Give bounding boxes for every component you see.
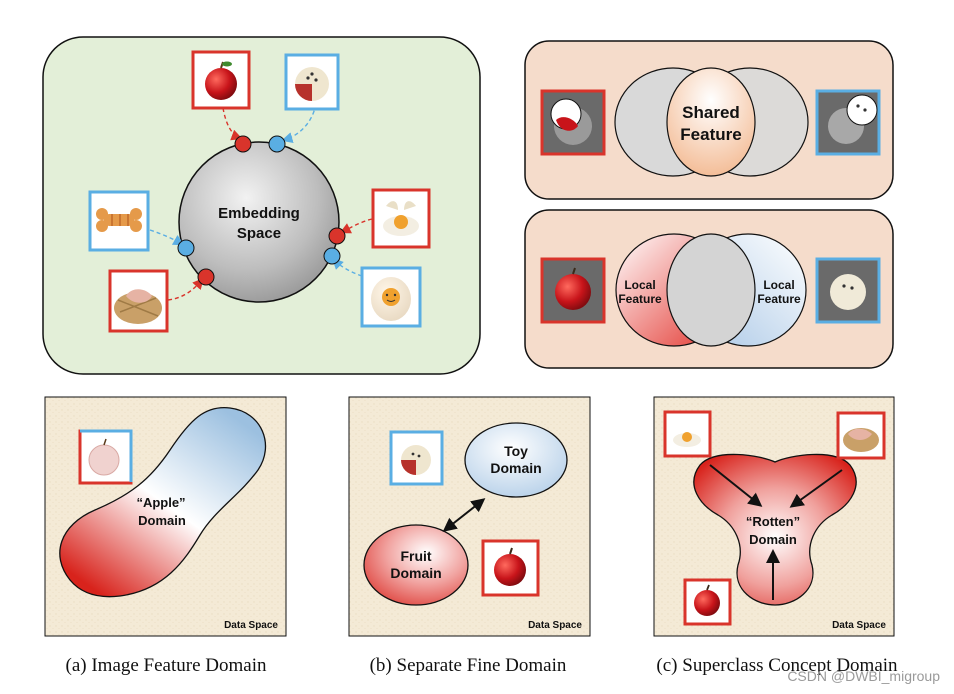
apple-domain-line2: Domain [138,513,186,528]
arrow-apple-to-point [222,107,243,141]
point-blue-1 [268,135,286,153]
rotten-domain-line1: “Rotten” [746,514,800,529]
thumb-rotten-apple-gray [815,89,881,156]
point-red-3 [328,227,346,245]
shared-feature-label-line2: Feature [680,125,741,144]
toy-domain-line2: Domain [490,460,541,476]
thumb-apple-on-gray [540,257,606,324]
toy-domain-line1: Toy [504,443,528,459]
local-feature-right-line2: Feature [757,292,801,306]
thumb-chicken-feet-c [836,411,886,460]
thumb-egg-plush-toy [360,266,422,328]
toy-fruit-separation-arrow [442,498,486,532]
thumb-chicken-feet-basket [108,269,169,333]
embedding-label-line2: Space [237,225,281,242]
rotten-domain-shape [693,453,857,606]
panel-a-image-feature-domain: “Apple” Domain Data Space (a) Image Feat… [44,396,287,676]
rotten-domain-line2: Domain [749,532,797,547]
panel-b-separate-fine-domain: Toy Domain Fruit Domain Data Space (b) S… [348,396,591,676]
arrow-toy-to-point [149,229,185,246]
thumb-egg-halves-c [663,410,712,458]
fruit-domain-ellipse [363,524,469,606]
thumb-rotten-apple [284,53,340,111]
data-space-label-a: Data Space [224,620,278,631]
shared-feature-panel: Shared Feature [524,40,894,200]
caption-a: (a) Image Feature Domain [66,655,267,676]
apple-domain-shape [59,406,267,598]
shared-feature-label-line1: Shared [682,103,740,122]
point-blue-3 [323,247,341,265]
embedding-sphere [178,141,340,303]
embedding-space-panel: Embedding Space [42,36,481,375]
thumb-rotten-apple-b [389,430,444,486]
thumb-rotten-apple-on-gray [815,257,881,324]
data-space-label-b: Data Space [528,620,582,631]
arrow-c-top-left [709,464,763,507]
local-feature-left-line2: Feature [618,292,662,306]
caption-b: (b) Separate Fine Domain [370,655,567,676]
thumb-dog-toy-bone [88,190,150,252]
fruit-domain-line1: Fruit [400,548,431,564]
apple-domain-line1: “Apple” [136,495,185,510]
thumb-red-apple-b [481,539,540,597]
arrow-egg-to-point [339,218,373,234]
thumb-red-apple-c [683,578,732,626]
point-red-1 [234,135,252,153]
thumb-pale-apple [78,429,133,485]
point-red-2 [197,268,215,286]
panel-c-superclass-concept-domain: “Rotten” Domain Data Space (c) Superclas… [653,396,898,676]
thumb-red-apple [191,50,251,110]
point-blue-2 [177,239,195,257]
local-feature-panel: Local Feature Local Feature [524,209,894,369]
data-space-label-c: Data Space [832,620,886,631]
caption-c: (c) Superclass Concept Domain [656,655,898,676]
local-feature-right-line1: Local [763,278,794,292]
toy-domain-ellipse [464,422,568,498]
thumb-apple-gray-red [540,89,606,156]
thumb-egg-halves [371,188,431,249]
watermark: CSDN @DWBI_migroup [787,668,940,684]
local-intersection [666,233,756,347]
embedding-label-line1: Embedding [218,205,300,222]
fruit-domain-line2: Domain [390,565,441,581]
local-feature-left-line1: Local [624,278,655,292]
arrow-c-top-right [789,469,843,508]
